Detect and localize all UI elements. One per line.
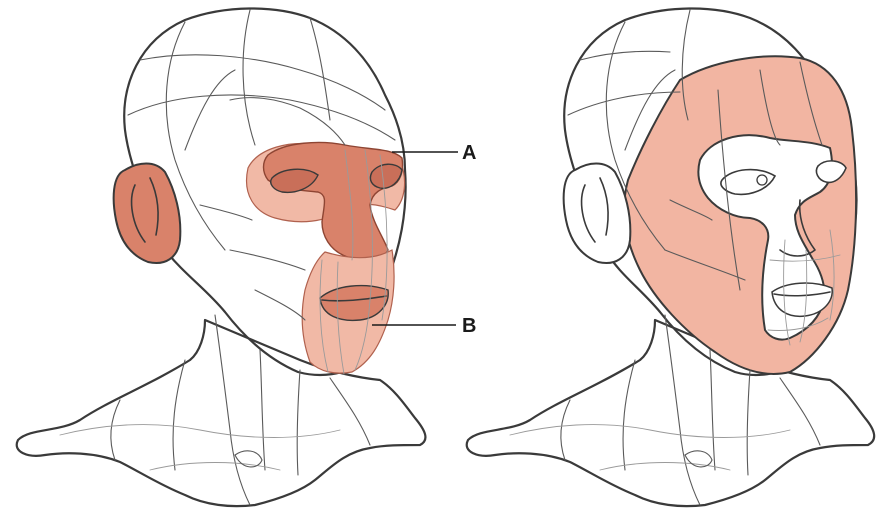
ear-left (114, 164, 181, 264)
callout-b-label: B (462, 315, 476, 337)
head-right (467, 8, 874, 506)
outer-face-highlight-right (624, 56, 856, 374)
head-left: A B (17, 8, 477, 506)
ear-right (564, 164, 631, 264)
callout-a-label: A (462, 142, 476, 164)
